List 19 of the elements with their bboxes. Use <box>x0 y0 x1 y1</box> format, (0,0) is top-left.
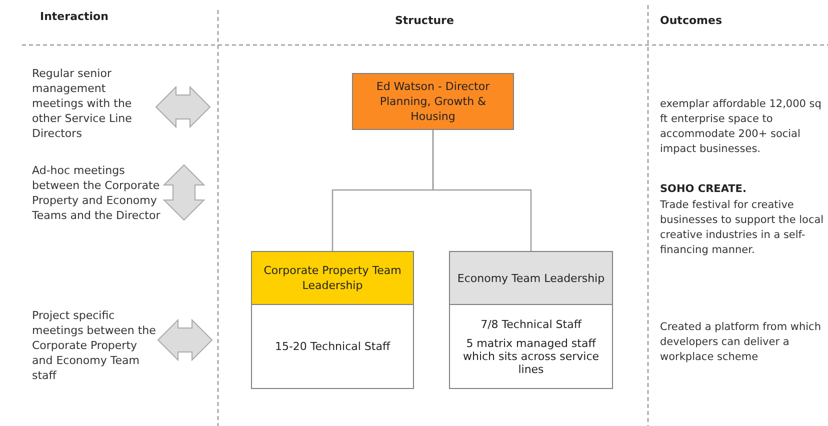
interaction-text: Ad-hoc meetings between the Corporate Property and Economy Teams and the Director <box>32 163 162 223</box>
team-card <box>449 251 613 389</box>
team-heading: Economy Team Leadership <box>450 252 612 304</box>
column-heading: Structure <box>395 13 455 28</box>
team-card <box>251 251 414 389</box>
staff-text: 5 matrix managed staff which sits across service lines <box>462 336 600 376</box>
staff-text: 15-20 Technical Staff <box>274 340 390 353</box>
outcome-text: Trade festival for creative businesses to support the local creative industries in a self-financing manner. <box>660 198 825 258</box>
column-heading: Outcomes <box>660 13 723 28</box>
director-box: Ed Watson - Director Planning, Growth & Housing <box>352 73 514 130</box>
interaction-text: Regular senior management meetings with the other Service Line Directors <box>32 66 133 141</box>
interaction-text: Project specific meetings between the Corporate Property and Economy Team staff <box>32 308 157 383</box>
outcome-text: Created a platform from which developers can deliver a workplace scheme <box>660 320 822 365</box>
column-heading: Interaction <box>40 9 110 24</box>
connector-line <box>432 130 532 251</box>
team-heading: Corporate Property Team Leadership <box>252 252 413 304</box>
outcome-text: exemplar affordable 12,000 sq ft enterprise space to accommodate 200+ social impact businesses. <box>660 97 822 157</box>
outcome-heading: SOHO CREATE. <box>660 182 748 197</box>
staff-text: 7/8 Technical Staff <box>480 318 582 330</box>
